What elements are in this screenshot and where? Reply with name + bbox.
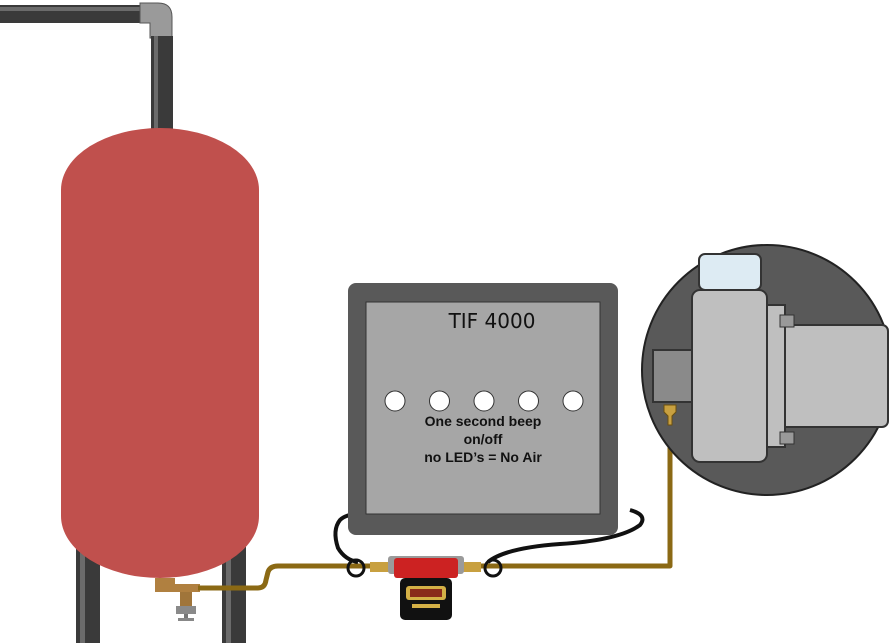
oil-filter <box>370 556 481 620</box>
burner-control-box <box>691 289 768 463</box>
oil-tank <box>61 128 259 578</box>
burner-inlet-fitting <box>663 404 677 426</box>
sensor-clip-right <box>483 558 503 578</box>
sensor-clip-left <box>346 558 366 578</box>
led-indicator <box>562 390 584 412</box>
oil-line <box>198 420 673 591</box>
burner-pump <box>652 349 696 403</box>
supply-pipe <box>0 2 173 136</box>
oil-burner <box>641 244 889 496</box>
led-indicator <box>473 390 495 412</box>
led-indicator <box>384 390 406 412</box>
device-note-line-1: One second beep <box>425 413 542 429</box>
sensor-cable-right <box>486 508 645 564</box>
device-title: TIF 4000 <box>448 309 536 333</box>
led-row <box>384 390 584 412</box>
led-indicator <box>518 390 539 412</box>
led-indicator <box>429 390 450 412</box>
burner-motor <box>774 324 889 428</box>
drain-valve <box>155 578 200 621</box>
tif-device: TIF 4000 One second beep on/off no LED’s… <box>348 283 618 535</box>
device-note-line-2: on/off <box>464 431 503 447</box>
device-note-line-3: no LED’s = No Air <box>424 449 542 465</box>
burner-top-cover <box>698 253 762 291</box>
